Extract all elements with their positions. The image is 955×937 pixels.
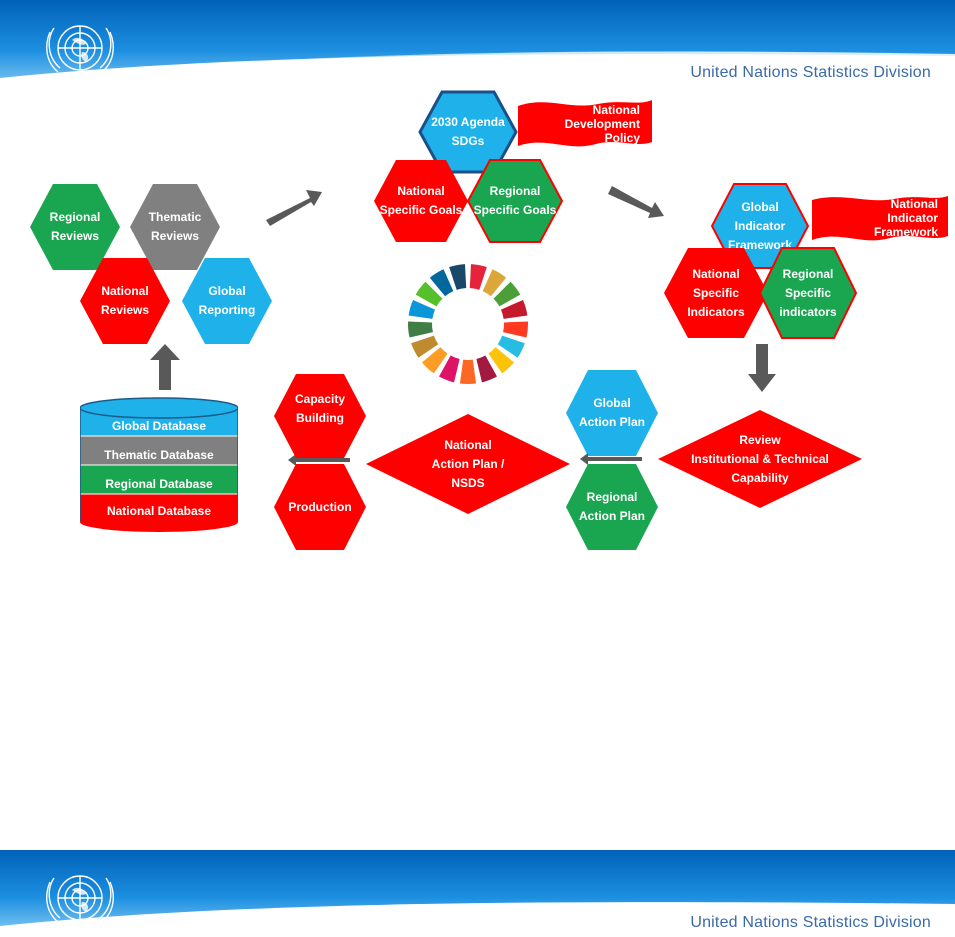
global-action-plan-label: Global Action Plan <box>578 396 645 429</box>
sdg-wheel-segment <box>429 269 454 297</box>
sdg-wheel-segment <box>500 299 528 319</box>
hex-thematic-reviews: Thematic Reviews <box>130 184 220 270</box>
sdg-wheel-segment <box>411 335 439 358</box>
national-specific-goals-label: National Specific Goals <box>379 184 463 217</box>
sdg-wheel-segment <box>476 355 497 383</box>
sdg-wheel-segment <box>469 264 487 290</box>
arrow-diagonal-down-icon <box>608 186 664 218</box>
arrow-left-icon <box>288 454 350 466</box>
sdg-wheel-segment <box>497 335 525 358</box>
national-reviews-label: National Reviews <box>100 284 150 317</box>
diamond-review-capability: Review Institutional & Technical Capabil… <box>658 410 862 508</box>
national-development-policy-label: National Development Policy <box>564 103 640 145</box>
database-stack: Global Database Thematic Database Region… <box>80 396 238 536</box>
un-emblem <box>46 875 114 923</box>
hex-capacity-building: Capacity Building <box>274 374 366 458</box>
footer-title: United Nations Statistics Division <box>690 914 931 931</box>
un-emblem <box>46 25 114 73</box>
flag-national-development-policy: National Development Policy <box>518 96 652 150</box>
sdg-wheel-icon <box>408 264 528 384</box>
capacity-building-label: Capacity Building <box>294 392 346 425</box>
sdg-wheel-segment <box>482 269 507 297</box>
sdg-wheel-segment <box>408 321 433 338</box>
hex-national-specific-indicators: National Specific Indicators <box>664 248 768 338</box>
production-label: Production <box>288 499 352 514</box>
national-database-label: National Database <box>106 504 212 518</box>
hex-regional-reviews: Regional Reviews <box>30 184 120 270</box>
hex-global-reporting: Global Reporting <box>182 258 272 344</box>
national-indicator-framework-label: National Indicator Framework <box>873 197 938 239</box>
sdg-wheel-segment <box>488 347 515 374</box>
diamond-national-action-plan: National Action Plan / NSDS <box>366 414 570 514</box>
sdg-wheel-segment <box>421 347 448 374</box>
sdg-wheel-segment <box>493 281 521 307</box>
regional-specific-goals-label: Regional Specific Goals <box>473 184 557 217</box>
banner-swoosh <box>0 0 955 92</box>
sdg-wheel-segment <box>459 359 477 384</box>
arrow-left-icon <box>580 453 642 465</box>
regional-action-plan-label: Regional Action Plan <box>578 490 645 523</box>
national-action-plan-label: National Action Plan / NSDS <box>431 437 505 490</box>
flag-national-indicator-framework: National Indicator Framework <box>812 192 948 244</box>
review-capability-label: Review Institutional & Technical Capabil… <box>691 432 829 485</box>
arrow-diagonal-up-icon <box>266 190 322 226</box>
hex-regional-specific-indicators: Regional Specific indicators <box>758 247 858 339</box>
hex-national-reviews: National Reviews <box>80 258 170 344</box>
regional-specific-indicators-label: Regional Specific indicators <box>779 266 837 319</box>
sdg-wheel-segment <box>503 321 528 338</box>
sdg-wheel-segment <box>439 355 460 383</box>
regional-reviews-label: Regional Reviews <box>49 210 101 243</box>
regional-database-label: Regional Database <box>105 477 213 491</box>
hex-global-action-plan: Global Action Plan <box>566 370 658 456</box>
banner-swoosh <box>0 850 955 937</box>
national-specific-indicators-label: National Specific Indicators <box>687 266 745 319</box>
hex-regional-specific-goals: Regional Specific Goals <box>466 159 564 243</box>
hex-regional-action-plan: Regional Action Plan <box>566 464 658 550</box>
header-banner: United Nations Statistics Division <box>0 0 955 92</box>
header-title: United Nations Statistics Division <box>690 64 931 81</box>
footer-banner: United Nations Statistics Division <box>0 850 955 937</box>
arrow-down-icon <box>748 344 776 392</box>
global-database-label: Global Database <box>111 419 207 433</box>
hex-production: Production <box>274 464 366 550</box>
sdgs-label: 2030 Agenda SDGs <box>431 115 505 148</box>
sdg-wheel-segment <box>449 264 467 290</box>
hex-national-specific-goals: National Specific Goals <box>374 160 468 242</box>
thematic-database-label: Thematic Database <box>104 448 214 462</box>
thematic-reviews-label: Thematic Reviews <box>148 210 202 243</box>
sdg-wheel-segment <box>415 281 443 307</box>
global-reporting-label: Global Reporting <box>198 284 256 317</box>
arrow-up-icon <box>150 344 180 390</box>
sdg-wheel-segment <box>408 299 436 319</box>
